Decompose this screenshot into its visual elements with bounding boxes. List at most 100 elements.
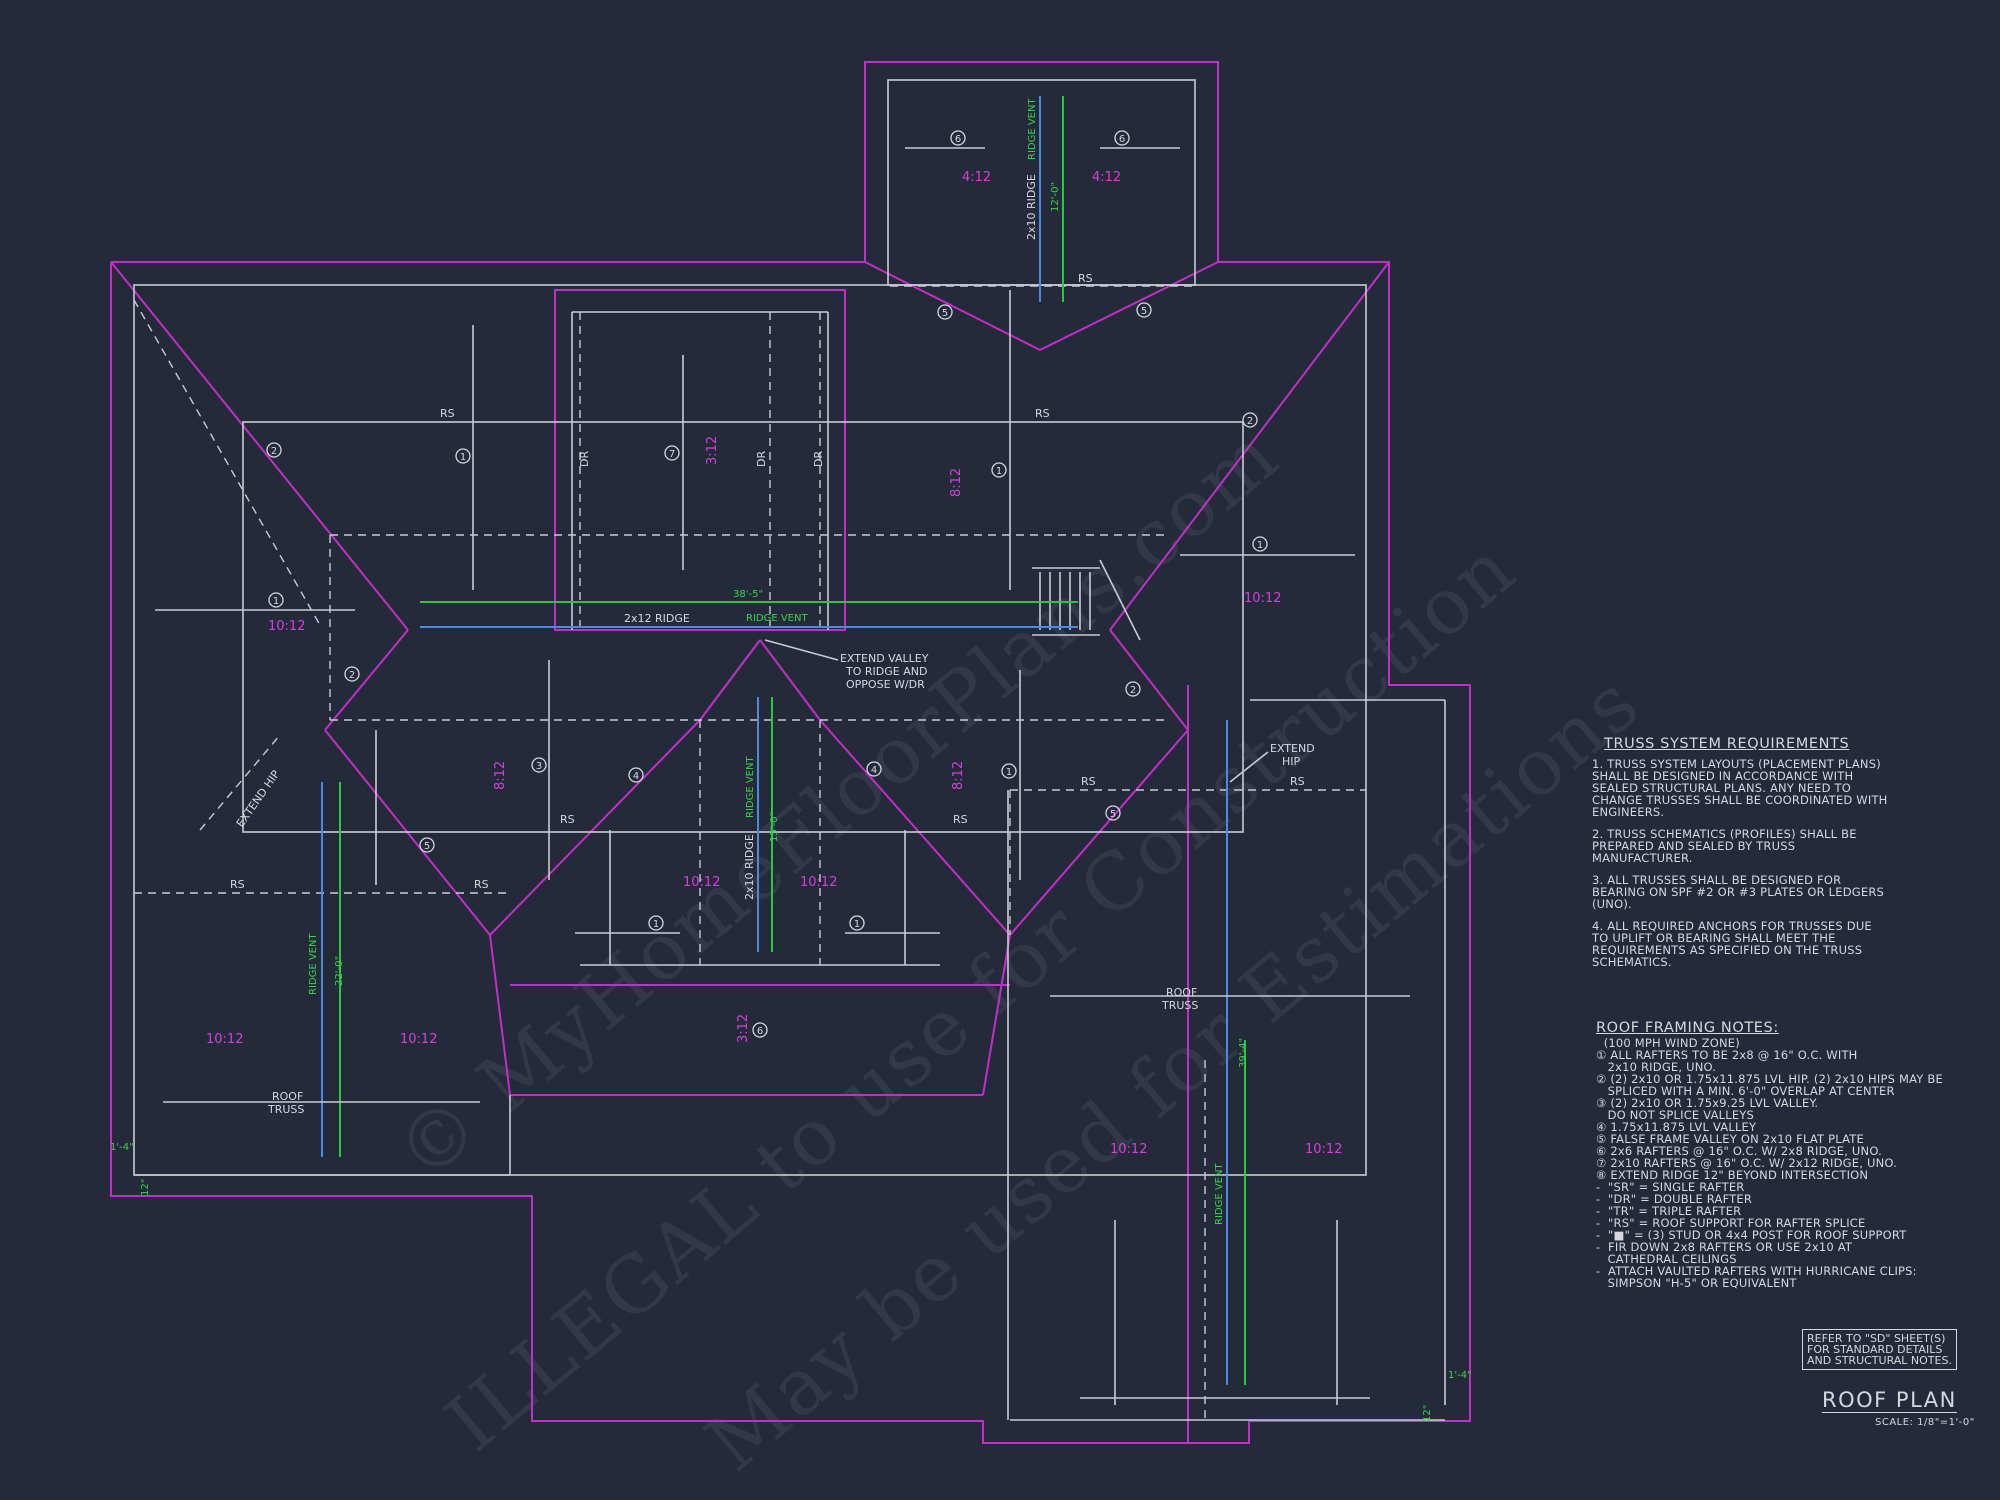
pitch-4-12: 4:12 — [1092, 170, 1121, 185]
roof-truss-right-1: ROOF — [1166, 986, 1197, 999]
roof-truss-left-2: TRUSS — [267, 1103, 304, 1116]
svg-text:5: 5 — [1141, 306, 1147, 317]
truss-requirement-item: 2. TRUSS SCHEMATICS (PROFILES) SHALL BE … — [1592, 827, 1857, 865]
rs-label: RS — [560, 813, 575, 826]
extend-valley-note-3: OPPOSE W/DR — [846, 678, 925, 691]
marker: 1 — [648, 915, 664, 931]
framing-note-line: ② (2) 2x10 OR 1.75x11.875 LVL HIP. (2) 2… — [1596, 1072, 1943, 1086]
rs-label: RS — [1081, 775, 1096, 788]
roof-framing-notes: ROOF FRAMING NOTES: (100 MPH WIND ZONE) … — [1596, 1020, 1976, 1290]
marker: 7 — [664, 445, 680, 461]
framing-note-line: SIMPSON "H-5" OR EQUIVALENT — [1596, 1276, 1797, 1290]
marker: 3 — [531, 757, 547, 773]
rs-label: RS — [474, 878, 489, 891]
extend-valley-note-1: EXTEND VALLEY — [840, 652, 929, 665]
framing-note-line: DO NOT SPLICE VALLEYS — [1596, 1108, 1755, 1122]
svg-text:1: 1 — [1006, 767, 1012, 778]
truss-requirements: TRUSS SYSTEM REQUIREMENTS 1. TRUSS SYSTE… — [1592, 737, 1892, 978]
roof-truss-left-1: ROOF — [272, 1090, 303, 1103]
ridge-2x10-center: 2x10 RIDGE — [743, 834, 756, 900]
len-22: 22'-0" — [334, 956, 345, 986]
marker: 1 — [849, 915, 865, 931]
rs-label: RS — [1078, 272, 1093, 285]
pitch-10-12: 10:12 — [268, 619, 305, 634]
marker: 6 — [752, 1022, 768, 1038]
pitch-10-12: 10:12 — [800, 875, 837, 890]
svg-text:3: 3 — [536, 761, 542, 772]
framing-note-line: - "SR" = SINGLE RAFTER — [1596, 1180, 1745, 1194]
framing-note-line: ⑦ 2x10 RAFTERS @ 16" O.C. W/ 2x12 RIDGE,… — [1596, 1156, 1898, 1170]
framing-note-line: ③ (2) 2x10 OR 1.75x9.25 LVL VALLEY. — [1596, 1096, 1819, 1110]
dr-label: DR — [578, 451, 591, 467]
marker: 5 — [419, 837, 435, 853]
svg-text:2: 2 — [1247, 416, 1253, 427]
framing-note-line: ⑥ 2x6 RAFTERS @ 16" O.C. W/ 2x8 RIDGE, U… — [1596, 1144, 1882, 1158]
pitch-4-12: 4:12 — [962, 170, 991, 185]
ridge-main-label: 2x12 RIDGE — [624, 612, 690, 625]
pitch-10-12: 10:12 — [1110, 1142, 1147, 1157]
svg-text:5: 5 — [1110, 809, 1116, 820]
dr-label: DR — [812, 451, 825, 467]
dim-1-4-left: 1'-4" — [110, 1142, 134, 1153]
extend-hip-note-2: HIP — [1282, 755, 1301, 768]
marker: 1 — [991, 462, 1007, 478]
framing-note-line: SPLICED WITH A MIN. 6'-0" OVERLAP AT CEN… — [1596, 1084, 1895, 1098]
rs-label: RS — [1035, 407, 1050, 420]
drawing-title: ROOF PLAN — [1822, 1388, 1957, 1413]
marker: 6 — [950, 130, 966, 146]
framing-note-line: 2x10 RIDGE, UNO. — [1596, 1060, 1717, 1074]
pitch-3-12: 3:12 — [736, 1014, 751, 1043]
slope-arrows — [155, 147, 1410, 1103]
framing-note-line: ⑤ FALSE FRAME VALLEY ON 2x10 FLAT PLATE — [1596, 1132, 1864, 1146]
framing-note-line: ⑧ EXTEND RIDGE 12" BEYOND INTERSECTION — [1596, 1168, 1869, 1182]
rs-label: RS — [440, 407, 455, 420]
framing-note-line: - "TR" = TRIPLE RAFTER — [1596, 1204, 1742, 1218]
truss-requirement-item: 3. ALL TRUSSES SHALL BE DESIGNED FOR BEA… — [1592, 873, 1885, 911]
dr-label: DR — [755, 451, 768, 467]
marker: 4 — [866, 761, 882, 777]
svg-text:5: 5 — [424, 841, 430, 852]
svg-text:1: 1 — [996, 466, 1002, 477]
dim-1-4-right: 1'-4" — [1448, 1370, 1472, 1381]
ridge-vent-main: RIDGE VENT — [746, 613, 808, 624]
dim-12-left: 12" — [140, 1179, 151, 1196]
marker: 5 — [937, 304, 953, 320]
extend-hip-note-1: EXTEND — [1270, 742, 1315, 755]
pitch-8-12: 8:12 — [949, 468, 964, 497]
ridges — [321, 96, 1246, 1385]
framing-lines — [133, 79, 1446, 1421]
marker: 2 — [1242, 412, 1258, 428]
len-15: 15'-0" — [769, 812, 780, 842]
marker: 1 — [268, 592, 284, 608]
svg-text:4: 4 — [871, 765, 877, 776]
marker: 1 — [1252, 536, 1268, 552]
framing-note-line: - ATTACH VAULTED RAFTERS WITH HURRICANE … — [1596, 1264, 1917, 1278]
rs-label: RS — [230, 878, 245, 891]
svg-text:6: 6 — [955, 134, 961, 145]
len-12: 12'-0" — [1050, 182, 1061, 212]
refer-sd-sheets-box: REFER TO "SD" SHEET(S) FOR STANDARD DETA… — [1802, 1329, 1957, 1370]
framing-note-line: - "■" = (3) STUD OR 4x4 POST FOR ROOF SU… — [1596, 1228, 1907, 1242]
truss-requirement-item: 4. ALL REQUIRED ANCHORS FOR TRUSSES DUE … — [1592, 919, 1872, 969]
framing-note-line: ④ 1.75x11.875 LVL VALLEY — [1596, 1120, 1757, 1134]
pitch-3-12: 3:12 — [705, 436, 720, 465]
svg-text:7: 7 — [669, 449, 675, 460]
ridge-vent-top: RIDGE VENT — [1027, 98, 1038, 160]
truss-requirement-item: 1. TRUSS SYSTEM LAYOUTS (PLACEMENT PLANS… — [1592, 757, 1888, 819]
ridge-main-length: 38'-5" — [733, 589, 763, 600]
svg-text:2: 2 — [349, 670, 355, 681]
svg-text:2: 2 — [1130, 685, 1136, 696]
roof-framing-notes-heading: ROOF FRAMING NOTES: — [1596, 1020, 1779, 1036]
pitch-10-12: 10:12 — [1305, 1142, 1342, 1157]
svg-text:1: 1 — [460, 452, 466, 463]
svg-text:5: 5 — [942, 308, 948, 319]
refer-line: AND STRUCTURAL NOTES. — [1807, 1354, 1952, 1367]
marker: 5 — [1105, 805, 1121, 821]
framing-note-line: (100 MPH WIND ZONE) — [1596, 1036, 1740, 1050]
svg-text:4: 4 — [633, 771, 639, 782]
marker: 1 — [455, 448, 471, 464]
extend-hip-left: EXTEND HIP — [234, 768, 283, 830]
svg-text:1: 1 — [854, 919, 860, 930]
marker: 2 — [1125, 681, 1141, 697]
svg-text:6: 6 — [757, 1026, 763, 1037]
